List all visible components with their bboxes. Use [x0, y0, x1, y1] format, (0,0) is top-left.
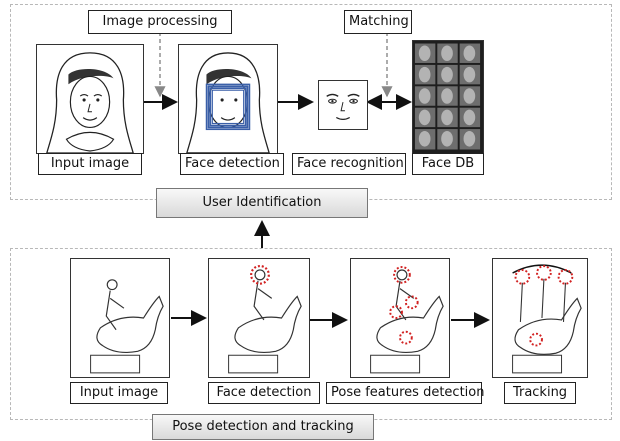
bottom-input-image-caption: Input image [70, 382, 168, 404]
pose-features-caption: Pose features detection [326, 382, 484, 404]
top-face-detection-caption: Face detection [180, 153, 284, 175]
tracking-image [492, 258, 588, 378]
portrait-icon [46, 52, 134, 153]
pose-features-image [350, 258, 450, 378]
face-db-image [412, 40, 484, 154]
hand-marker-icon [404, 295, 419, 310]
image-processing-label: Image processing [88, 10, 232, 34]
bottom-face-detection-image [208, 258, 310, 378]
rider-face-detect-icon [228, 264, 302, 374]
matching-label: Matching [344, 10, 412, 34]
bottom-input-image [70, 258, 170, 378]
top-input-image-caption: Input image [38, 153, 142, 175]
face-crop-icon [326, 93, 360, 121]
pose-tracking-title: Pose detection and tracking [152, 414, 374, 440]
rider-icon [90, 279, 164, 374]
tracking-caption: Tracking [504, 382, 576, 404]
face-detection-icon [186, 52, 270, 153]
face-detection-image [178, 44, 278, 154]
face-recognition-caption: Face recognition [292, 153, 406, 175]
input-portrait-image [36, 44, 144, 154]
rider-tracking-icon [512, 264, 582, 374]
head-marker-icon [393, 266, 411, 284]
foot-marker-icon [399, 330, 413, 345]
face-db-grid-icon [414, 43, 481, 150]
bottom-face-detection-caption: Face detection [208, 382, 320, 404]
hip-marker-icon [389, 305, 403, 319]
face-marker-icon [250, 264, 270, 285]
rider-pose-icon [370, 266, 444, 374]
face-crop-image [318, 80, 368, 130]
face-db-caption: Face DB [412, 153, 484, 175]
user-identification-title: User Identification [156, 188, 368, 218]
